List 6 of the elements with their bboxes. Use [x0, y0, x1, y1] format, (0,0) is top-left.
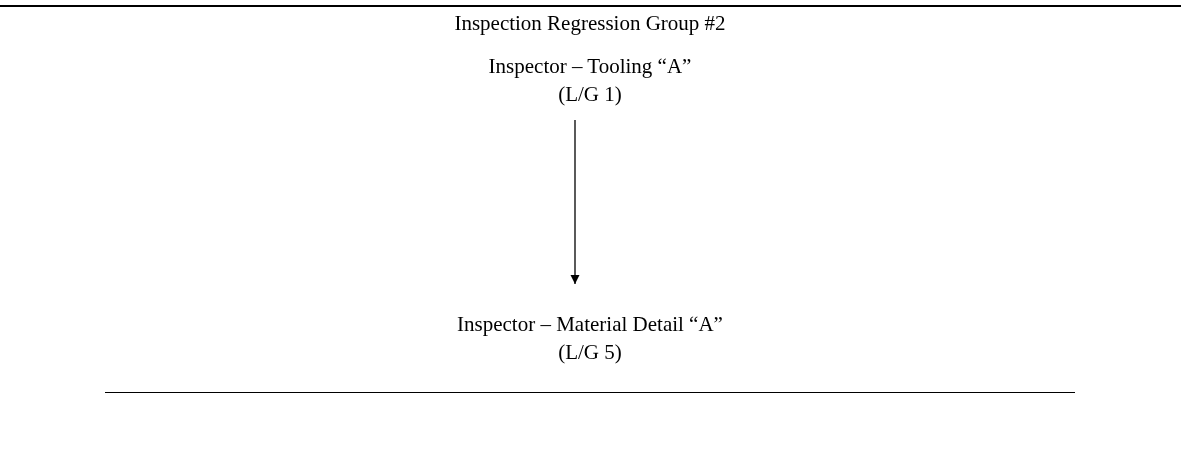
- node-label: (L/G 1): [558, 81, 622, 108]
- arrow: [570, 119, 580, 285]
- node-label: (L/G 5): [558, 339, 622, 366]
- node-label: Inspector – Material Detail “A”: [457, 311, 723, 338]
- node-label: Inspector – Tooling “A”: [488, 53, 692, 80]
- title: Inspection Regression Group #2: [453, 10, 727, 36]
